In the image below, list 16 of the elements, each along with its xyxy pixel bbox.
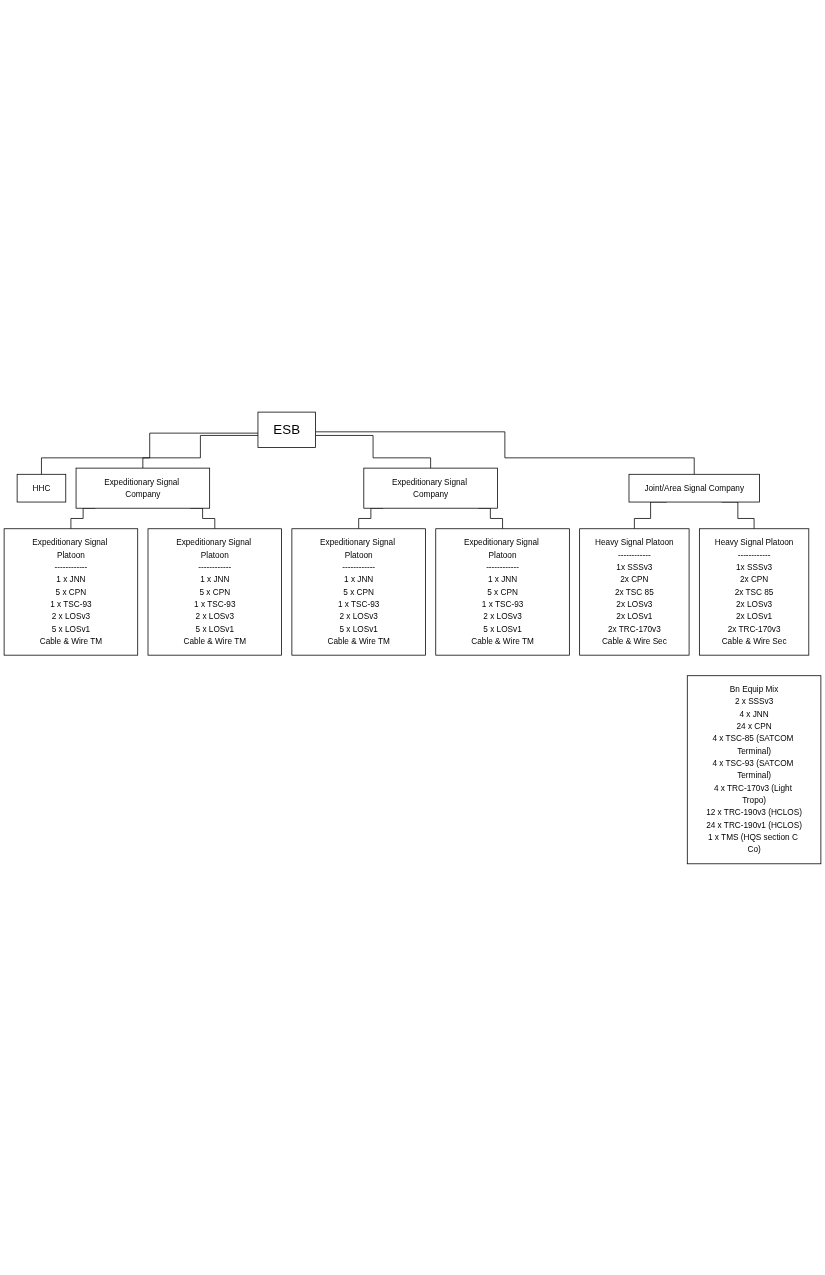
connector	[142, 434, 259, 469]
node-box: Bn Equip Mix 2 x SSSv3 4 x JNN 24 x CPN 4 x TSC-85 (SATCOM Terminal) 4 x TSC-93 (SATCOM Terminal) 4 x TRC-170v3 (Light Tropo) 12 x TRC-190v3 (HCLOS) 24 x TRC-190v1 (HCLOS) 1 x TMS (HQS section C Co)	[686, 674, 822, 864]
node-box: Heavy Signal Platoon ------------ 1x SSSv3 2x CPN 2x TSC 85 2x LOSv3 2x LOSv1 2x TRC-170v3 Cable & Wire Sec	[579, 527, 690, 656]
connector	[315, 430, 695, 475]
node-box: Expeditionary Signal Platoon ------------ 1 x JNN 5 x CPN 1 x TSC-93 2 x LOSv3 5 x LOSv1 Cable & Wire TM	[291, 527, 426, 656]
node-box: ESB	[257, 411, 316, 448]
node-box: Expeditionary Signal Platoon ------------ 1 x JNN 5 x CPN 1 x TSC-93 2 x LOSv3 5 x LOSv1 Cable & Wire TM	[3, 527, 139, 656]
node-box: HHC	[16, 473, 67, 502]
connector	[315, 434, 431, 469]
node-box: Expeditionary Signal Company	[75, 467, 211, 509]
node-box: Expeditionary Signal Platoon ------------ 1 x JNN 5 x CPN 1 x TSC-93 2 x LOSv3 5 x LOSv1 Cable & Wire TM	[147, 527, 282, 656]
node-box: Expeditionary Signal Platoon ------------ 1 x JNN 5 x CPN 1 x TSC-93 2 x LOSv3 5 x LOSv1 Cable & Wire TM	[435, 527, 570, 656]
node-box: Expeditionary Signal Company	[363, 467, 498, 509]
node-box: Joint/Area Signal Company	[628, 473, 760, 502]
node-box: Heavy Signal Platoon ------------ 1x SSSv3 2x CPN 2x TSC 85 2x LOSv3 2x LOSv1 2x TRC-170v3 Cable & Wire Sec	[698, 527, 810, 656]
connector	[41, 432, 259, 475]
